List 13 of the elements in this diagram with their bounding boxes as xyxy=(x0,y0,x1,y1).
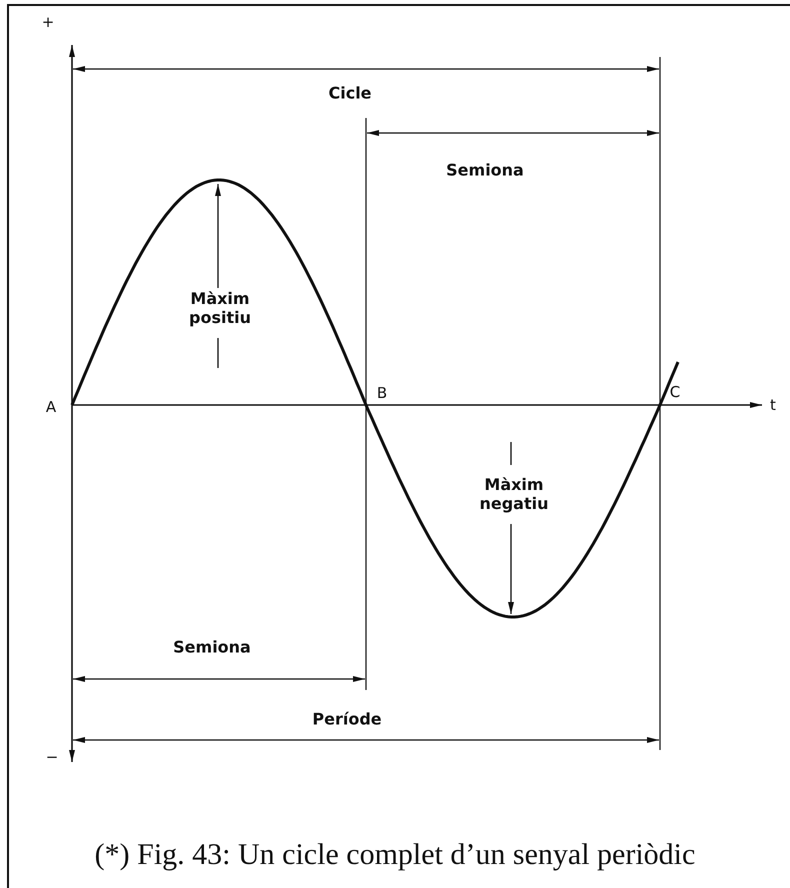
axis-label: − xyxy=(46,748,58,766)
axis-label: t xyxy=(770,396,776,414)
dimension-label: Semiona xyxy=(446,160,524,180)
dimension-label: Període xyxy=(312,709,382,728)
dimension-label: Semiona xyxy=(173,637,251,656)
figure-caption: (*) Fig. 43: Un cicle complet d’un senyal periòdic xyxy=(94,838,696,871)
peak-label: Màxim positiu xyxy=(189,288,251,327)
point-label: B xyxy=(376,384,388,402)
peak-label: Màxim negatiu xyxy=(479,474,548,513)
point-label: A xyxy=(46,398,56,416)
axis-label: + xyxy=(42,13,54,31)
dimension-label: Cicle xyxy=(328,83,372,102)
point-label: C xyxy=(670,383,680,401)
